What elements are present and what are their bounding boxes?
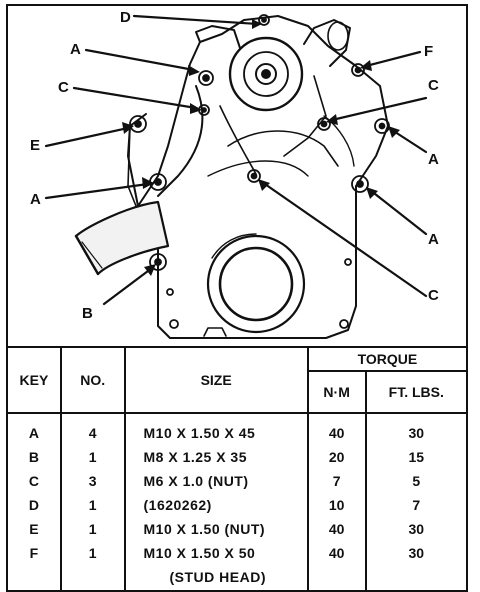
callout-c-upper-left: C: [58, 79, 69, 96]
timing-cover-outline: [127, 15, 389, 339]
cell-nm: 7: [306, 470, 367, 494]
crankshaft-seal-inner: [218, 246, 294, 322]
cell-key: A: [6, 413, 62, 446]
cell-key: B: [6, 446, 62, 470]
cell-ftlbs: 7: [364, 494, 469, 518]
cell-nm: 20: [306, 446, 367, 470]
bolt-bosses: [129, 14, 390, 329]
header-ftlbs: FT. LBS.: [364, 370, 469, 414]
cell-size: M6 X 1.0 (NUT): [123, 470, 309, 494]
cell-ftlbs: 15: [364, 446, 469, 470]
callout-a-upper-left: A: [70, 41, 81, 58]
header-torque: TORQUE: [306, 346, 469, 372]
callout-d-water-pump-stud: D: [120, 9, 131, 26]
cell-ftlbs: 5: [364, 470, 469, 494]
cell-no: 1: [59, 446, 126, 470]
cell-key: D: [6, 494, 62, 518]
cell-key: F: [6, 542, 62, 566]
callout-leaders: [44, 14, 428, 306]
cell-ftlbs: 30: [364, 518, 469, 542]
header-size: SIZE: [123, 346, 309, 414]
callout-f-stud-head: F: [424, 43, 434, 60]
cell-size: M10 X 1.50 X 50: [123, 542, 309, 566]
cell-no: 1: [59, 494, 126, 518]
cell-nm: 40: [306, 413, 367, 446]
table-row: C 3 M6 X 1.0 (NUT) 7 5: [6, 470, 469, 494]
pump-inlet-neck: [195, 25, 241, 49]
table-row: A 4 M10 X 1.50 X 45 40 30: [6, 413, 469, 446]
table-row: E 1 M10 X 1.50 (NUT) 40 30: [6, 518, 469, 542]
water-pump-pulley-hub: [228, 36, 304, 112]
table-row-note: (STUD HEAD): [6, 566, 469, 592]
cell-no: 1: [59, 518, 126, 542]
cell-nm: 40: [306, 518, 367, 542]
crankshaft-seal-outer: [206, 234, 306, 334]
lower-hose-outlet: [74, 200, 170, 276]
water-pump-diagram: D A F C C E A A A C B: [6, 4, 468, 346]
cell-size: M10 X 1.50 (NUT): [123, 518, 309, 542]
header-no: NO.: [59, 346, 126, 414]
cell-nm: 40: [306, 542, 367, 566]
callout-a-left-mid: A: [30, 191, 41, 208]
cell-ftlbs: 30: [364, 413, 469, 446]
torque-spec-table: KEY NO. SIZE TORQUE N·M FT. LBS. A 4 M10…: [6, 346, 469, 592]
callout-e-nut: E: [30, 137, 41, 154]
callout-a-right-upper: A: [428, 151, 439, 168]
engine-front-cover-drawing: [44, 14, 428, 339]
cell-key: E: [6, 518, 62, 542]
cell-no: 4: [59, 413, 126, 446]
table-row: B 1 M8 X 1.25 X 35 20 15: [6, 446, 469, 470]
table-row: D 1 (1620262) 10 7: [6, 494, 469, 518]
table-row: F 1 M10 X 1.50 X 50 40 30: [6, 542, 469, 566]
header-key: KEY: [6, 346, 62, 414]
cell-size-note: (STUD HEAD): [123, 566, 309, 592]
header-nm: N·M: [306, 370, 367, 414]
callout-b-lower-left: B: [82, 305, 93, 322]
cell-ftlbs: 30: [364, 542, 469, 566]
cell-no: 1: [59, 542, 126, 566]
cell-size: M8 X 1.25 X 35: [123, 446, 309, 470]
cell-no: 3: [59, 470, 126, 494]
cell-size: (1620262): [123, 494, 309, 518]
cell-size: M10 X 1.50 X 45: [123, 413, 309, 446]
cell-key: C: [6, 470, 62, 494]
callout-c-upper-right: C: [428, 77, 439, 94]
callout-c-lower-right: C: [428, 287, 439, 304]
cell-nm: 10: [306, 494, 367, 518]
pump-outlet-neck: [303, 19, 351, 67]
callout-a-right-lower: A: [428, 231, 439, 248]
